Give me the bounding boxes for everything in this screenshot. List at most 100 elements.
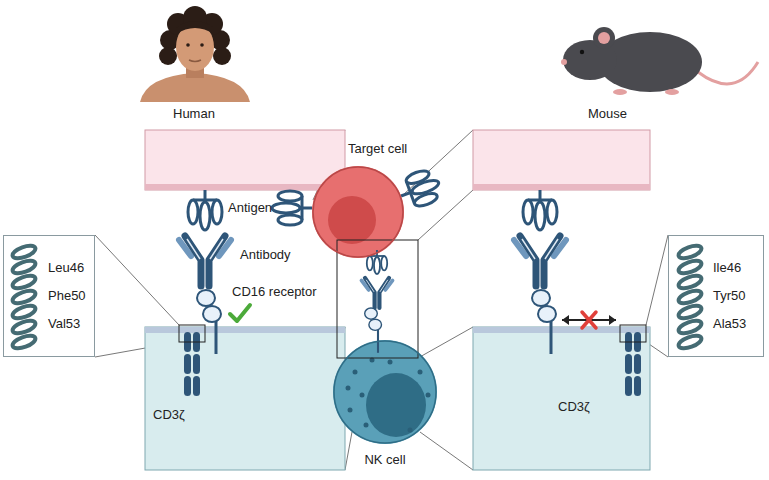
ellipse-shape <box>11 243 37 261</box>
circle-shape <box>200 43 204 47</box>
cell-outline <box>312 166 404 258</box>
right-nk-membrane <box>473 327 650 470</box>
path-shape <box>582 312 596 328</box>
line-shape <box>418 327 473 358</box>
blocked-interaction <box>562 312 616 328</box>
rect-shape <box>145 184 345 190</box>
use-shape <box>272 191 312 225</box>
node-text: CD3ζ <box>558 399 590 415</box>
path-shape <box>698 62 758 84</box>
circle-shape <box>186 43 190 47</box>
inset-ground <box>668 235 764 357</box>
zoom-square <box>620 325 646 342</box>
node-text: Phe50 <box>48 288 86 304</box>
ellipse-shape <box>677 258 703 276</box>
circle-shape <box>388 360 393 365</box>
node-text: Target cell <box>348 141 407 157</box>
part-label: Antigen <box>228 200 272 216</box>
use-shape <box>365 308 382 353</box>
zoom-box <box>337 240 418 358</box>
circle-shape <box>593 27 615 49</box>
path-shape <box>189 60 201 62</box>
ellipse-shape <box>11 333 37 351</box>
rect-shape <box>145 130 345 190</box>
circle-shape <box>580 50 584 54</box>
line-shape <box>345 432 352 470</box>
g-shape <box>346 358 431 433</box>
left-target-membrane <box>145 130 345 190</box>
zoom-lines <box>95 130 668 470</box>
circle-shape <box>561 59 567 65</box>
human-figure <box>140 6 250 102</box>
node-text: CD3ζ <box>153 407 185 423</box>
circle-shape <box>426 393 431 398</box>
helix-inset: Leu46Phe50Val53 <box>3 235 95 357</box>
rect-shape <box>473 184 650 190</box>
helix-inset: Ile46Tyr50Ala53 <box>668 235 764 357</box>
antibody-protein <box>514 236 566 286</box>
cell-border <box>313 167 403 257</box>
circle-shape <box>328 196 376 244</box>
nk-membrane-panel: CD3ζ <box>145 327 345 470</box>
helix-left <box>11 243 37 351</box>
ellipse-shape <box>677 318 703 336</box>
circle-shape <box>408 428 413 433</box>
ellipse-shape <box>665 89 679 95</box>
circle-shape <box>364 423 369 428</box>
circle-shape <box>418 370 423 375</box>
target-cell-node: Target cell <box>312 166 404 258</box>
inset-ground <box>3 235 95 357</box>
target-cell <box>272 166 444 258</box>
node-text: Val53 <box>48 316 80 332</box>
nk-membrane-panel: CD3ζ <box>473 327 650 470</box>
ellipse-shape <box>11 273 37 291</box>
ellipse-shape <box>11 258 37 276</box>
ellipse-shape <box>677 288 703 306</box>
nk-cell <box>333 340 437 444</box>
use-shape <box>361 278 392 308</box>
ellipse-shape <box>677 333 703 351</box>
ellipse-shape <box>677 243 703 261</box>
rect-shape <box>473 327 650 470</box>
circle-shape <box>333 340 437 444</box>
rect-shape <box>473 130 650 190</box>
line-shape <box>95 235 179 325</box>
antigen-protein <box>523 190 557 230</box>
cell-border <box>334 341 436 443</box>
circle-shape <box>213 47 231 65</box>
node-text: Tyr50 <box>713 288 746 304</box>
circle-shape <box>348 408 353 413</box>
mouse-figure <box>561 27 758 95</box>
circle-shape <box>312 166 404 258</box>
check-mark <box>230 305 250 321</box>
ellipse-shape <box>613 89 627 95</box>
species-label: Human <box>173 106 215 122</box>
helix-right <box>677 243 703 351</box>
node-text: Ile46 <box>713 260 741 276</box>
rect-shape <box>337 240 418 358</box>
path-shape <box>176 21 214 34</box>
circle-shape <box>353 370 358 375</box>
species-label: Mouse <box>588 106 627 122</box>
ellipse-shape <box>11 303 37 321</box>
cd16-receptor <box>532 290 556 354</box>
antigen-protein <box>188 190 222 230</box>
node-text: Leu46 <box>48 260 84 276</box>
cell-outline <box>333 340 437 444</box>
node-text: Ala53 <box>713 316 746 332</box>
cd16-receptor <box>197 290 221 354</box>
ellipse-shape <box>677 273 703 291</box>
node-text: NK cell <box>333 452 437 468</box>
ellipse-shape <box>11 318 37 336</box>
zoom-square <box>179 325 205 342</box>
rect-shape <box>145 327 345 333</box>
circle-shape <box>159 47 177 65</box>
circle-shape <box>598 32 610 44</box>
part-label: Antibody <box>240 247 291 263</box>
right-target-membrane <box>473 130 650 190</box>
line-shape <box>646 235 668 325</box>
